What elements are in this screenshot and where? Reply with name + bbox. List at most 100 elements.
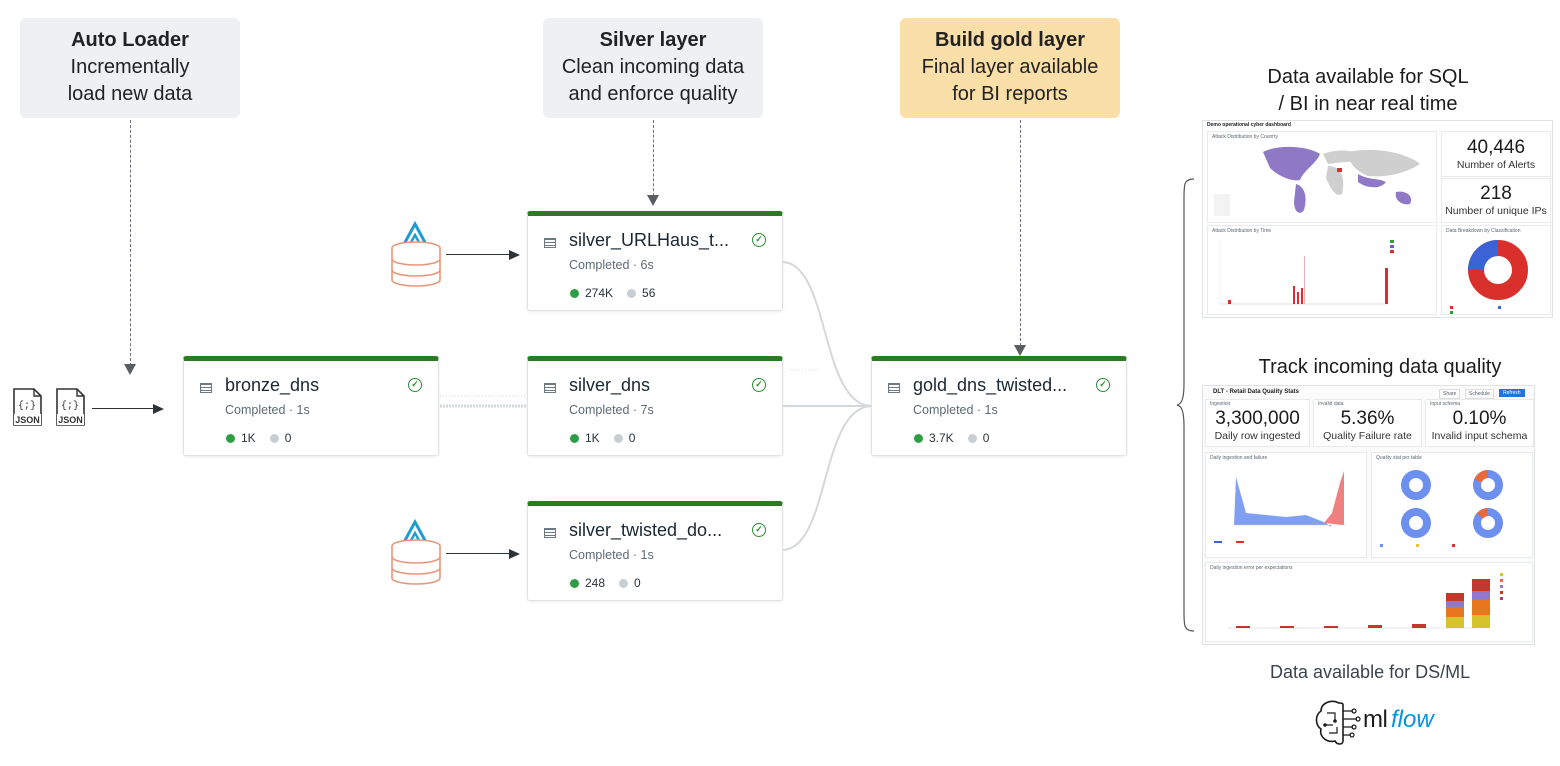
sql-heading-line: / BI in near real time — [1278, 93, 1458, 115]
panel-title: Data Breakdown by Classification — [1446, 228, 1521, 234]
node-silver-twisted[interactable]: silver_twisted_do... ✓ Completed · 1s 24… — [527, 501, 783, 601]
node-name: gold_dns_twisted... — [913, 375, 1068, 395]
written-dot-icon — [570, 433, 579, 443]
callout-line: Incrementally — [70, 56, 190, 78]
node-status: Completed · 1s — [913, 403, 998, 417]
silver-layer-callout: Silver layer Clean incoming data and enf… — [543, 18, 763, 118]
flow-edge — [781, 261, 873, 407]
json-label: JSON — [15, 415, 40, 425]
table-icon — [544, 383, 556, 393]
json-file-icon: {;} — [13, 388, 42, 426]
quality-per-table-panel: Quality stat per table — [1371, 452, 1533, 558]
written-dot-icon — [226, 433, 235, 443]
check-circle-icon: ✓ — [408, 378, 422, 392]
refresh-button[interactable]: Refresh — [1499, 389, 1525, 397]
table-icon — [544, 238, 556, 248]
node-metrics: 1K 0 — [570, 431, 635, 445]
callout-title: Auto Loader — [71, 29, 189, 51]
sql-heading-line: Data available for SQL — [1267, 66, 1469, 88]
kpi-value: 0.10% — [1452, 408, 1507, 429]
kpi-label: Number of unique IPs — [1445, 205, 1547, 217]
node-name: silver_dns — [569, 375, 651, 395]
node-name: bronze_dns — [225, 375, 320, 395]
dashed-connector — [1020, 120, 1021, 346]
rows-dropped: 0 — [982, 431, 990, 445]
rows-written: 248 — [585, 576, 606, 590]
dsml-caption: Data available for DS/ML — [1270, 662, 1471, 682]
kpi-label: Number of Alerts — [1456, 159, 1536, 171]
ingestion-kpi: Ingestion 3,300,000 Daily row ingested — [1205, 399, 1310, 447]
dropped-dot-icon — [613, 433, 623, 443]
node-name: silver_URLHaus_t... — [569, 230, 730, 250]
curly-brace — [1176, 178, 1195, 632]
dropped-dot-icon — [627, 288, 637, 298]
dashed-connector — [653, 120, 654, 196]
node-metrics: 1K 0 — [226, 431, 291, 445]
arrowhead — [153, 404, 164, 414]
node-silver-dns[interactable]: silver_dns ✓ Completed · 7s 1K 0 — [527, 356, 783, 456]
dropped-dot-icon — [269, 433, 279, 443]
delta-database-icon — [391, 220, 441, 287]
node-status: Completed · 7s — [569, 403, 654, 417]
written-dot-icon — [914, 433, 923, 443]
kpi-head: Input schema — [1430, 401, 1461, 407]
map-panel: Attack Distribution by Country — [1207, 131, 1437, 223]
node-name: silver_twisted_do... — [569, 520, 723, 540]
table-icon — [888, 383, 900, 393]
stacked-bar-chart — [1228, 573, 1503, 629]
mlflow-flow-text: flow — [1391, 706, 1434, 733]
donut-chart — [1450, 240, 1528, 314]
dropped-dot-icon — [619, 578, 629, 588]
arrowhead — [509, 250, 520, 260]
check-circle-icon: ✓ — [752, 233, 766, 247]
panel-title: Daily ingestion error per expectations — [1210, 565, 1293, 571]
dropped-dot-icon — [967, 433, 977, 443]
schedule-button[interactable]: Schedule — [1465, 389, 1494, 399]
time-series-chart — [1219, 240, 1394, 305]
panel-title: Daily ingestion and failure — [1210, 455, 1268, 461]
node-bronze-dns[interactable]: bronze_dns ✓ Completed · 1s 1K 0 — [183, 356, 439, 456]
delta-database-icon — [391, 518, 441, 585]
unique-ips-kpi: 218 Number of unique IPs — [1441, 178, 1551, 223]
rows-written: 1K — [585, 431, 600, 445]
arrowhead — [1014, 345, 1026, 356]
sql-heading: Data available for SQL / BI in near real… — [1230, 64, 1506, 118]
callout-line: for BI reports — [952, 83, 1068, 105]
classification-panel: Data Breakdown by Classification — [1441, 225, 1551, 315]
node-silver-urlhaus[interactable]: silver_URLHaus_t... ✓ Completed · 6s 274… — [527, 211, 783, 311]
node-metrics: 3.7K 0 — [914, 431, 989, 445]
area-chart — [1214, 471, 1346, 543]
kpi-label: Daily row ingested — [1214, 430, 1301, 442]
node-metrics: 274K 56 — [570, 286, 655, 300]
share-button[interactable]: Share — [1439, 389, 1461, 399]
invalid-data-kpi: Invalid data 5.36% Quality Failure rate — [1313, 399, 1422, 447]
callout-line: load new data — [67, 83, 193, 105]
rows-dropped: 56 — [642, 286, 656, 300]
callout-line: Clean incoming data — [561, 56, 745, 78]
gold-layer-callout: Build gold layer Final layer available f… — [900, 18, 1120, 118]
kpi-value: 218 — [1480, 183, 1512, 204]
rows-written: 1K — [241, 431, 256, 445]
svg-text:{;}: {;} — [61, 400, 79, 412]
source-arrow-line — [446, 254, 510, 255]
rows-written: 274K — [585, 286, 614, 300]
panel-title: Quality stat per table — [1376, 455, 1422, 461]
dashboard-title: DLT - Retail Data Quality Stats — [1213, 389, 1299, 395]
alerts-kpi: 40,446 Number of Alerts — [1441, 131, 1551, 177]
rows-dropped: 0 — [628, 431, 636, 445]
json-file-icon: {;} — [56, 388, 85, 426]
node-gold-dns[interactable]: gold_dns_twisted... ✓ Completed · 1s 3.7… — [871, 356, 1127, 456]
node-status: Completed · 1s — [569, 548, 654, 562]
arrowhead — [509, 549, 520, 559]
error-expectations-panel: Daily ingestion error per expectations — [1205, 562, 1533, 642]
brain-circuit-icon — [1315, 700, 1361, 745]
node-status: Completed · 6s — [569, 258, 654, 272]
quality-heading: Track incoming data quality — [1258, 356, 1502, 378]
flow-edge — [781, 405, 873, 551]
rows-dropped: 0 — [284, 431, 292, 445]
ingestion-failure-panel: Daily ingestion and failure — [1205, 452, 1367, 558]
quality-dashboard-thumbnail: DLT - Retail Data Quality Stats Share Sc… — [1202, 385, 1535, 645]
input-schema-kpi: Input schema 0.10% Invalid input schema — [1425, 399, 1534, 447]
callout-title: Build gold layer — [934, 29, 1086, 51]
written-dot-icon — [570, 578, 579, 588]
